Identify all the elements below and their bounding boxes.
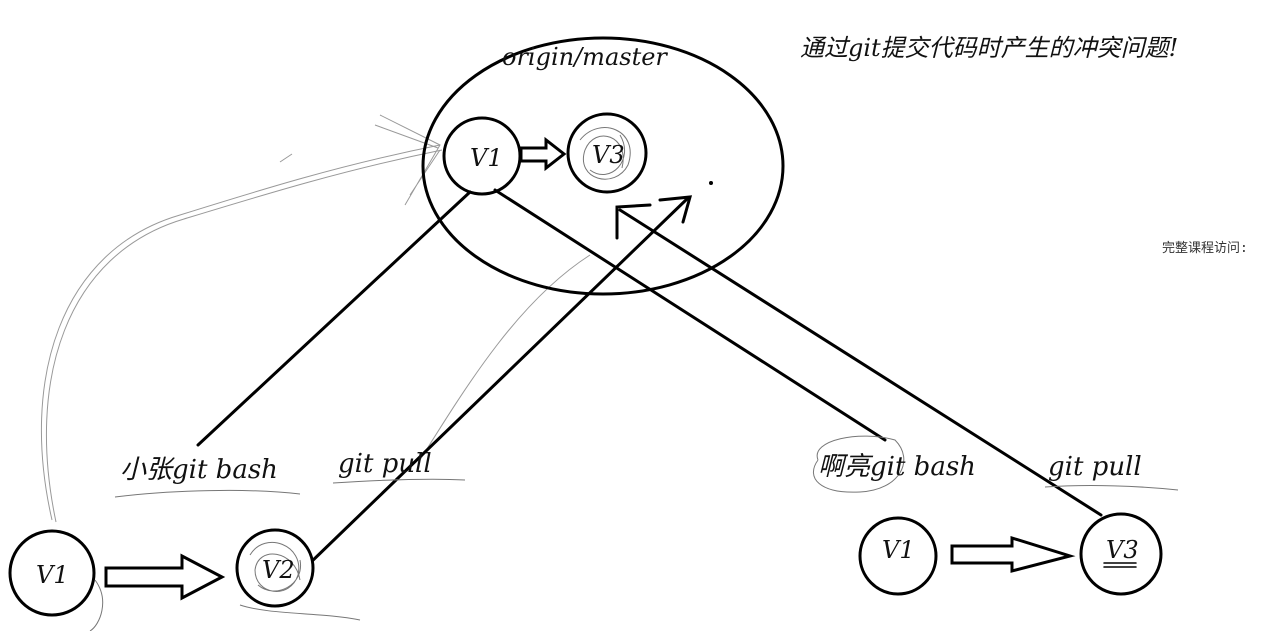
left-v1-scribble [89, 579, 104, 631]
origin-v3-scribble [579, 127, 631, 180]
right-push-arrowhead [615, 203, 652, 240]
diagram-title: 通过git提交代码时产生的冲突问题! [800, 34, 1178, 62]
right-v3-node [1079, 512, 1163, 596]
origin-v1-label: V1 [470, 144, 503, 172]
right-v1-label: V1 [882, 536, 915, 564]
origin-hollow-arrow [519, 136, 567, 172]
left-hollow-arrow [104, 553, 226, 601]
sketch-dash [279, 153, 293, 163]
sketch-curve-3 [419, 254, 591, 461]
sketch-curve-2 [46, 149, 443, 523]
left-v1-node [8, 529, 96, 617]
origin-label: origin/master [502, 43, 668, 71]
right-v3-underline [1103, 562, 1137, 568]
sketch-curve [40, 144, 441, 521]
left-pull-underline [332, 478, 466, 484]
left-clone-line [196, 190, 472, 447]
sketch-arrow-head [374, 114, 441, 206]
origin-v3-label: V3 [592, 141, 625, 169]
left-push-line [306, 196, 690, 567]
right-pull-label: git pull [1048, 452, 1142, 482]
right-v1-node [858, 516, 938, 596]
left-label: 小张git bash [120, 455, 278, 485]
left-v2-node [235, 528, 315, 608]
right-pull-underline [1044, 485, 1179, 491]
side-note: 完整课程访问: [1162, 241, 1248, 256]
left-v2-scribble [249, 541, 301, 592]
right-clone-line [493, 188, 887, 442]
left-v1-label: V1 [36, 561, 69, 589]
stray-dot [709, 181, 713, 185]
right-hollow-arrow [950, 535, 1076, 573]
left-v2-label: V2 [262, 556, 295, 584]
origin-repo-ellipse [421, 36, 785, 296]
left-label-underline [114, 489, 301, 498]
left-push-arrowhead [658, 195, 693, 224]
right-label-scribble [813, 435, 905, 493]
left-pull-label: git pull [338, 449, 432, 479]
left-v2-tail [239, 604, 361, 621]
right-v3-label: V3 [1106, 536, 1139, 564]
right-push-line [618, 208, 1103, 517]
right-label: 啊亮git bash [818, 452, 976, 482]
